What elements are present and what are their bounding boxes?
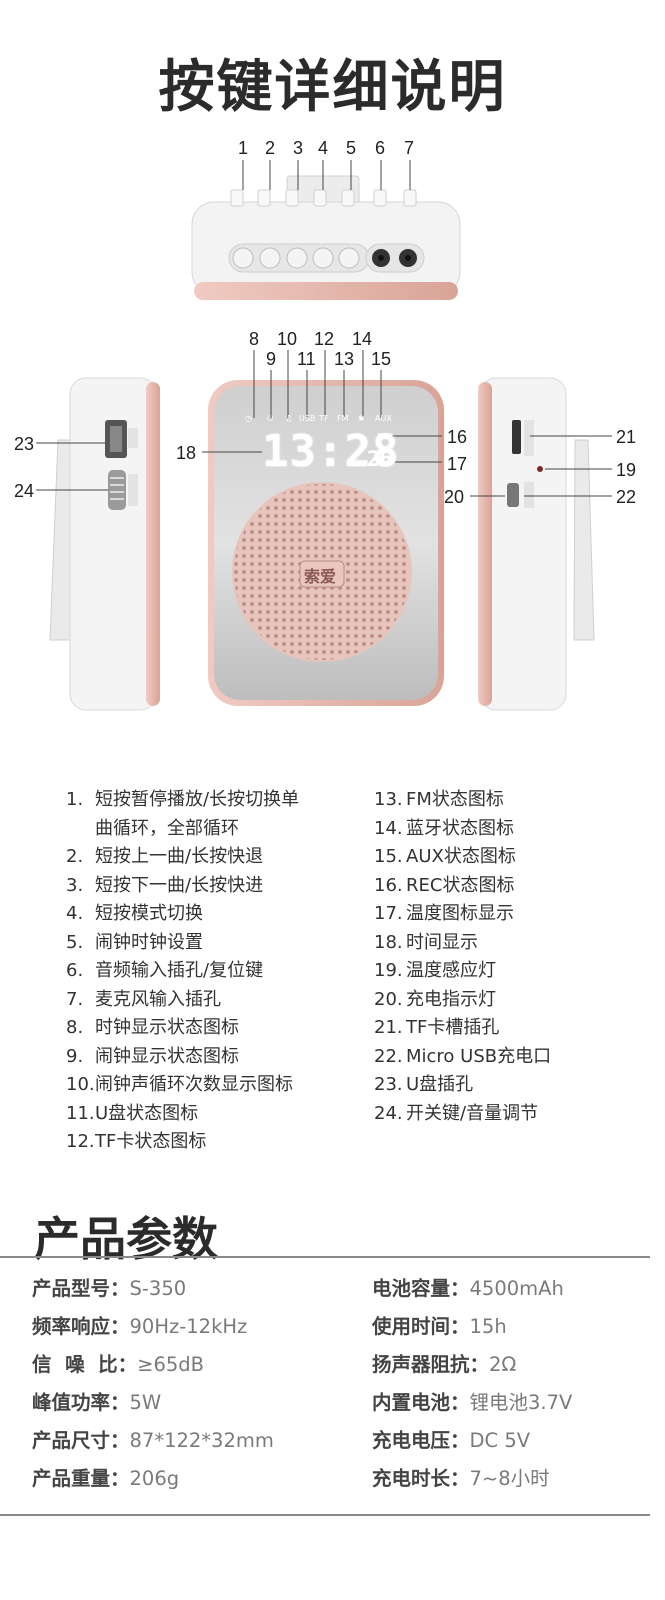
clock-display: 13:28	[262, 426, 400, 477]
spec-row: 产品型号：S-350	[32, 1277, 187, 1300]
spec-row: 信 噪 比：≥65dB	[32, 1353, 205, 1376]
callout-1: 1	[238, 138, 249, 158]
list-item: 13.FM状态图标	[374, 789, 504, 810]
spec-row: 峰值功率：5W	[32, 1391, 162, 1414]
callout-7: 7	[404, 138, 415, 158]
list-item: 16.REC状态图标	[374, 874, 515, 896]
tf-status-icon: TF	[319, 414, 329, 423]
brand-logo: 索爱	[304, 567, 337, 586]
callout-14: 14	[352, 329, 373, 349]
rec-indicator: REC	[377, 432, 394, 441]
spec-row: 电池容量：4500mAh	[372, 1277, 564, 1300]
callout-6: 6	[375, 138, 386, 158]
list-item: 20.充电指示灯	[374, 988, 496, 1010]
list-item: 4.短按模式切换	[66, 903, 203, 924]
callout-24: 24	[14, 481, 35, 501]
callout-8: 8	[249, 329, 260, 349]
callout-11: 11	[297, 349, 316, 369]
list-item: 8.时钟显示状态图标	[66, 1017, 239, 1038]
spec-row: 充电电压：DC 5V	[372, 1429, 531, 1452]
list-item: 12.TF卡状态图标	[66, 1131, 207, 1152]
spec-row: 内置电池：锂电池3.7V	[372, 1391, 573, 1414]
power-volume-switch[interactable]	[108, 470, 126, 510]
list-item: 1.短按暂停播放/长按切换单	[66, 789, 300, 810]
description-list-left: 1.短按暂停播放/长按切换单 曲循环，全部循环 2.短按上一曲/长按快退 3.短…	[66, 786, 356, 1157]
callout-18: 18	[176, 443, 197, 463]
aux-status-icon: AUX	[375, 414, 392, 423]
list-item: 9.闹钟显示状态图标	[66, 1045, 239, 1067]
spec-row: 产品重量：206g	[32, 1467, 180, 1490]
right-side-view	[470, 377, 612, 711]
list-item: 11.U盘状态图标	[66, 1102, 199, 1124]
loop-count-icon: ♫	[285, 414, 293, 423]
list-item: 17.温度图标显示	[374, 903, 514, 924]
params-section-title: 产品参数	[34, 1212, 218, 1266]
top-view	[191, 160, 461, 300]
spec-row: 产品尺寸：87*122*32mm	[32, 1429, 274, 1452]
description-list-right: 13.FM状态图标 14.蓝牙状态图标 15.AUX状态图标 16.REC状态图…	[374, 786, 654, 1128]
callout-9: 9	[266, 349, 277, 369]
list-item: 6.音频输入插孔/复位键	[66, 960, 264, 981]
temperature-display: 26	[367, 447, 393, 471]
callout-5: 5	[346, 138, 357, 158]
callout-16: 16	[447, 427, 468, 447]
alarm-status-icon: ⏻	[267, 414, 274, 423]
clock-status-icon: ◷	[245, 414, 252, 423]
list-item: 21.TF卡槽插孔	[374, 1017, 500, 1038]
callout-10: 10	[277, 329, 298, 349]
spec-row: 频率响应：90Hz-12kHz	[32, 1315, 248, 1338]
callout-15: 15	[371, 349, 392, 369]
callout-17: 17	[447, 454, 468, 474]
list-item: 7.麦克风输入插孔	[66, 988, 221, 1010]
device-illustration	[36, 160, 612, 711]
list-item: 24.开关键/音量调节	[374, 1102, 539, 1124]
callout-23: 23	[14, 434, 35, 454]
list-item: 23.U盘插孔	[374, 1074, 474, 1095]
page-title: 按键详细说明	[158, 55, 507, 120]
list-item: 15.AUX状态图标	[374, 846, 516, 867]
temperature-sensor-light	[537, 466, 543, 472]
callout-19: 19	[616, 460, 637, 480]
callout-21: 21	[616, 427, 637, 447]
list-item: 2.短按上一曲/长按快退	[66, 846, 264, 867]
spec-row: 扬声器阻抗：2Ω	[372, 1353, 517, 1376]
list-item: 19.温度感应灯	[374, 960, 496, 981]
alarm-button[interactable]	[338, 247, 360, 269]
play-pause-button[interactable]	[232, 247, 254, 269]
list-item: 10.闹钟声循环次数显示图标	[66, 1074, 293, 1095]
divider-bottom	[0, 1514, 650, 1516]
usb-status-icon: USB	[299, 414, 316, 423]
bluetooth-status-icon: ✱	[358, 414, 365, 423]
callout-22: 22	[616, 487, 637, 507]
callout-3: 3	[293, 138, 304, 158]
list-item: 5.闹钟时钟设置	[66, 931, 203, 953]
left-side-view	[36, 377, 160, 711]
callout-13: 13	[334, 349, 355, 369]
fm-status-icon: FM	[337, 414, 349, 423]
spec-row: 使用时间：15h	[372, 1315, 507, 1338]
spec-row: 充电时长：7~8小时	[372, 1467, 550, 1490]
tf-card-slot[interactable]	[512, 420, 521, 454]
front-view	[202, 350, 444, 706]
micro-usb-port[interactable]	[507, 483, 519, 507]
callout-20: 20	[444, 487, 465, 507]
list-item: 18.时间显示	[374, 931, 478, 953]
previous-button[interactable]	[259, 247, 281, 269]
callout-2: 2	[265, 138, 276, 158]
callout-12: 12	[314, 329, 335, 349]
mode-button[interactable]	[312, 247, 334, 269]
list-item: 22.Micro USB充电口	[374, 1045, 552, 1067]
list-item-continuation: 曲循环，全部循环	[95, 817, 239, 839]
list-item: 3.短按下一曲/长按快进	[66, 874, 264, 896]
list-item: 14.蓝牙状态图标	[374, 817, 514, 839]
next-button[interactable]	[286, 247, 308, 269]
callout-4: 4	[318, 138, 329, 158]
divider-top	[0, 1256, 650, 1258]
